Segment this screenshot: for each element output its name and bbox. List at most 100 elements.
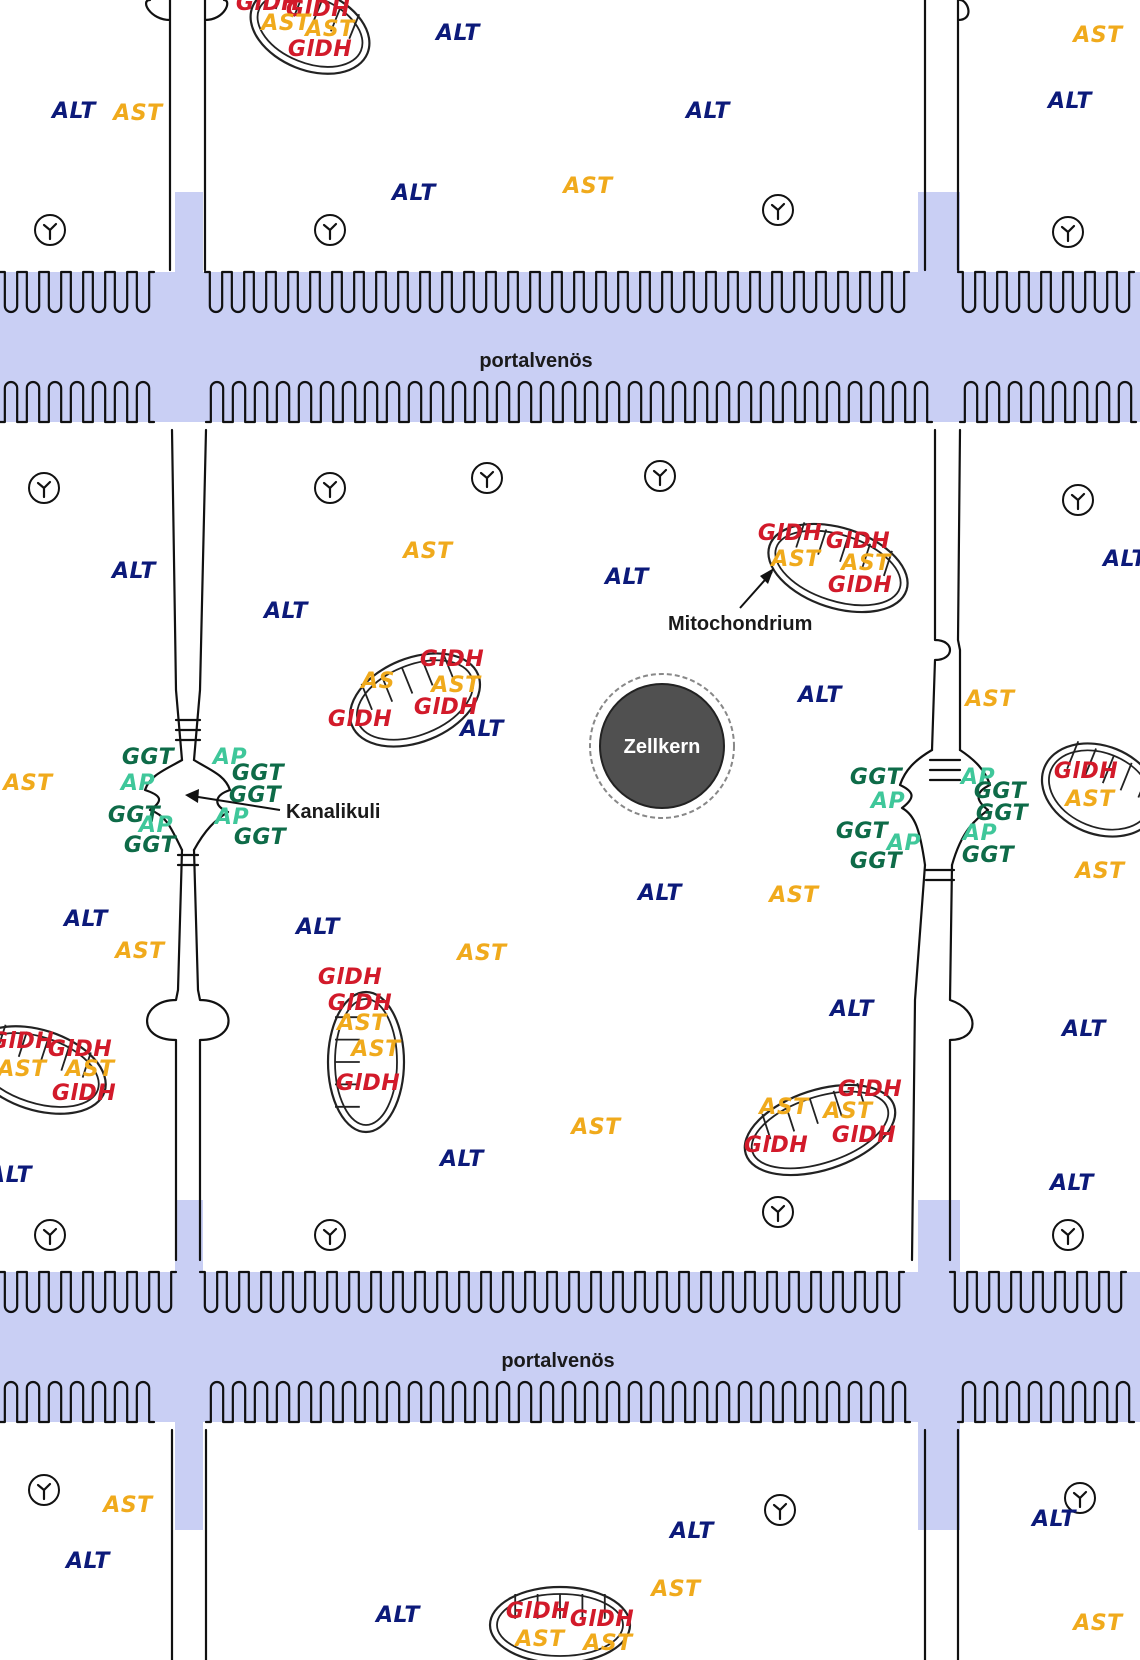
mitochondrion-crista <box>861 543 871 570</box>
enzyme-label-gldh: GlDH <box>420 647 484 672</box>
enzyme-label-gldh: GlDH <box>826 529 890 554</box>
microvilli-bottom-a-center <box>198 1270 906 1314</box>
mitochondrion-center-left <box>348 650 482 748</box>
enzyme-label-ast: AST <box>259 11 312 36</box>
mitochondrion-crista <box>1119 762 1133 791</box>
enzyme-label-ast: AST <box>821 1099 874 1124</box>
microvilli-top-b-right <box>958 380 1138 424</box>
enzyme-label-gldh: GlDH <box>1054 759 1118 784</box>
enzyme-label-alt: ALT <box>262 599 309 624</box>
sinusoid-top <box>0 192 1140 422</box>
enzyme-label-alt: ALT <box>1030 1507 1077 1532</box>
enzyme-label-alt: ALT <box>64 1549 111 1574</box>
enzyme-label-gldh: GlDH <box>744 1133 808 1158</box>
enzyme-label-alt: ALT <box>796 683 843 708</box>
mitochondrion-inner-membrane <box>774 529 902 607</box>
mitochondrion-crista <box>60 1045 71 1071</box>
enzyme-label-alt: ALT <box>603 565 650 590</box>
enzyme-label-ast: AST <box>1 771 54 796</box>
mitochondrion-top-center <box>249 0 371 75</box>
enzyme-label-gldh: GlDH <box>288 37 352 62</box>
microvillus-bulb-detail <box>42 222 58 241</box>
enzyme-label-as: AS <box>359 669 395 694</box>
enzyme-label-alt: ALT <box>1101 547 1140 572</box>
enzyme-label-ap: AP <box>961 821 997 846</box>
enzyme-label-alt: ALT <box>438 1147 485 1172</box>
microvilli-top-a-right <box>956 270 1136 314</box>
kanalikuli-label: Kanalikuli <box>286 801 380 823</box>
microvillus-bulb-detail <box>42 1227 58 1246</box>
enzyme-label-alt: ALT <box>62 907 109 932</box>
enzyme-label-gldh: GlDH <box>328 707 392 732</box>
enzyme-label-ast: AST <box>963 687 1016 712</box>
microvillus-bulb-detail <box>36 480 52 499</box>
enzyme-label-ap: AP <box>213 805 249 830</box>
microvillus-bulb-detail <box>322 222 338 241</box>
nucleus-envelope <box>589 673 735 819</box>
mitochondrion-crista <box>401 667 414 694</box>
mitochondrion-crista <box>761 1113 772 1140</box>
enzyme-label-ggt: GGT <box>108 803 162 828</box>
enzyme-label-gldh: GlDH <box>570 1607 634 1632</box>
enzyme-label-ast: AST <box>581 1631 634 1656</box>
microvillus-bulb-detail <box>322 1227 338 1246</box>
mitochondrion-crista <box>421 659 434 686</box>
enzyme-label-alt: ALT <box>668 1519 715 1544</box>
mitochondrion-crista <box>839 536 850 563</box>
enzyme-label-ast: AST <box>649 1577 702 1602</box>
enzyme-label-ggt: GGT <box>122 745 176 770</box>
enzyme-label-ast: AST <box>769 547 822 572</box>
annotation-kanalikuli: Kanalikuli <box>185 789 380 823</box>
enzyme-label-ast: AST <box>1063 787 1116 812</box>
enzyme-label-gldh: GlDH <box>48 1037 112 1062</box>
membrane-right-mid <box>910 428 974 1262</box>
enzyme-label-gldh: GlDH <box>758 521 822 546</box>
mitochondrion-crista <box>0 1024 7 1051</box>
enzyme-label-ast: AST <box>767 883 820 908</box>
enzyme-label-ap: AP <box>959 765 995 790</box>
sinusoid-bottom-gap-right <box>918 1200 960 1274</box>
mitochondrion-outer-membrane <box>743 1083 897 1177</box>
enzyme-label-gldh: GlDH <box>336 1071 400 1096</box>
membrane-right-upper <box>923 0 970 272</box>
microvilli-top-a-center <box>203 270 911 314</box>
mitochondrion-crista <box>1084 748 1097 777</box>
enzyme-label-ggt: GGT <box>232 761 286 786</box>
mitochondrion-outer-membrane <box>1040 742 1140 838</box>
enzyme-label-ast: AST <box>113 939 166 964</box>
mitochondrion-crista <box>293 0 305 17</box>
enzyme-label-ap: AP <box>885 831 921 856</box>
microvillus-bulb-detail <box>772 1502 788 1521</box>
mitochondrion-crista <box>441 650 454 678</box>
microvillus-bulb-detail <box>770 202 786 221</box>
enzyme-label-ast: AST <box>349 1037 402 1062</box>
mitochondrion-outer-membrane <box>0 1025 107 1115</box>
sinusoid-top-gap-left <box>175 192 203 274</box>
microvilli-bottom-a-right <box>948 1270 1128 1314</box>
mitochondrion-outer-membrane <box>488 1585 632 1660</box>
enzyme-label-ast: AST <box>63 1057 116 1082</box>
enzyme-label-gldh: GlDH <box>828 573 892 598</box>
mitochondrion-left-edge <box>0 1024 107 1115</box>
enzyme-label-alt: ALT <box>50 99 97 124</box>
microvillus-bulb-detail <box>1072 1490 1088 1509</box>
enzyme-label-ggt: GGT <box>850 849 904 874</box>
enzyme-label-alt: ALT <box>636 881 683 906</box>
kanalikuli-arrow-head <box>185 789 199 803</box>
enzyme-label-gldh: GlDH <box>286 0 350 22</box>
microvillus-bulb-detail <box>36 1482 52 1501</box>
enzyme-label-ggt: GGT <box>234 825 288 850</box>
enzyme-label-ggt: GGT <box>962 843 1016 868</box>
enzyme-label-alt: ALT <box>1046 89 1093 114</box>
enzyme-label-ast: AST <box>839 551 892 576</box>
mitochondrion-outer-membrane <box>767 522 909 614</box>
mitochondrion-crista <box>311 0 324 25</box>
enzyme-label-ast: AST <box>1071 1611 1124 1636</box>
enzyme-label-gldh: GlDH <box>832 1123 896 1148</box>
microvilli-borders <box>0 194 1138 1526</box>
mitochondrion-outer-membrane <box>326 990 406 1134</box>
mitochondrion-lower-right <box>743 1082 897 1177</box>
mitochondrion-right-edge <box>1040 740 1140 838</box>
canaliculus-right <box>898 748 992 882</box>
